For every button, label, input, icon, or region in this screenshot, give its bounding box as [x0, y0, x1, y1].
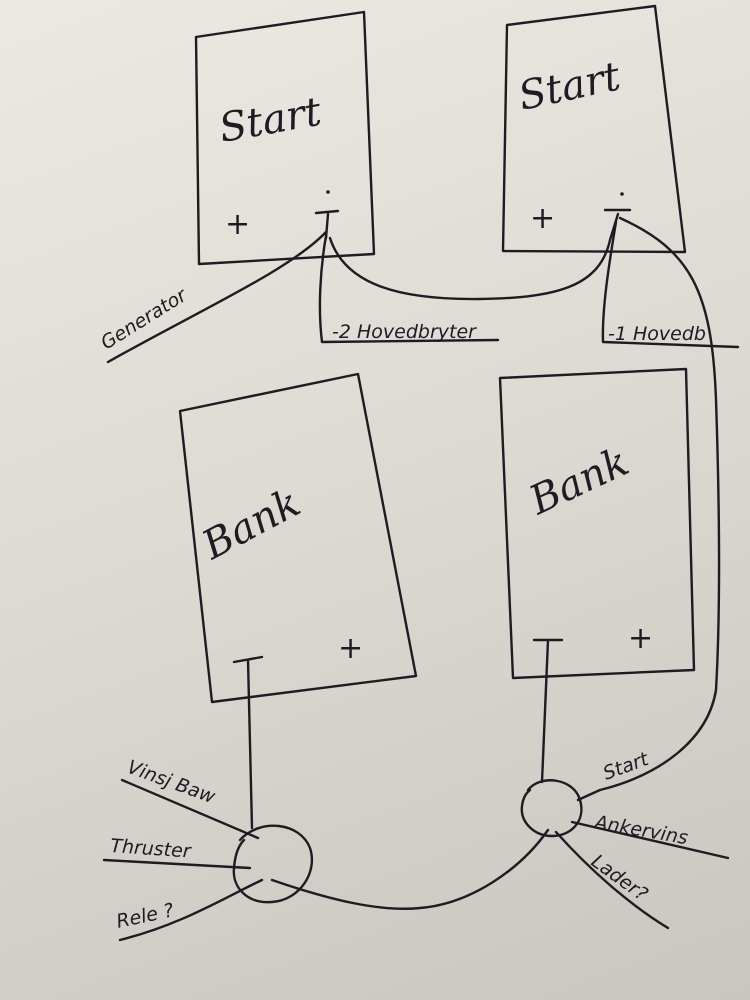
wire-start-to-junction [576, 216, 721, 802]
wires-top [106, 212, 740, 802]
wire-main-switch-1 [601, 220, 740, 349]
wire-start-jumper [328, 212, 620, 301]
label-anchor-winch: Ankervins [591, 811, 689, 849]
wire-anchor-winch [570, 820, 730, 860]
start-battery-left: Start + [194, 10, 376, 266]
label-generator: Generator [97, 284, 191, 354]
bank-battery-left-plus: + [338, 631, 363, 666]
wire-bank-link [270, 828, 550, 910]
wire-relay [118, 878, 264, 942]
label-thruster: Thruster [110, 835, 193, 863]
label-charger: Lader? [587, 850, 652, 905]
wire-charger [554, 830, 670, 930]
start-battery-right-outline [501, 4, 687, 254]
bank-battery-left-outline [178, 372, 418, 704]
label-main-switch-2: -2 Hovedbryter [332, 321, 477, 343]
wire-bank-right-minus [540, 638, 550, 784]
label-main-switch-1: -1 Hovedb [608, 323, 706, 345]
bank-battery-left: Bank + [178, 372, 418, 704]
bank-battery-right-plus: + [628, 621, 653, 656]
start-battery-left-plus: + [225, 207, 250, 242]
wires-bottom [102, 638, 730, 942]
start-battery-left-outline [194, 10, 376, 266]
start-battery-right-label: Start [515, 53, 626, 120]
wire-bank-left-minus [246, 658, 254, 830]
wire-thruster [102, 858, 252, 870]
start-battery-left-label: Start [216, 89, 326, 152]
bank-battery-right-label: Bank [522, 439, 636, 525]
junction-left [232, 824, 314, 904]
start-battery-right: Start + [501, 4, 687, 254]
wire-start-left-minus [324, 212, 330, 240]
start-battery-right-plus: + [530, 201, 555, 236]
start-battery-left-dot [326, 190, 330, 194]
start-battery-right-dot [620, 192, 624, 196]
bank-battery-right-outline [498, 367, 696, 680]
junction-right [520, 779, 583, 838]
bank-battery-left-label: Bank [194, 480, 308, 570]
label-relay: Rele ? [114, 899, 175, 933]
label-start: Start [600, 748, 653, 785]
bank-battery-right: Bank + [498, 367, 696, 680]
start-battery-left-minus [314, 209, 340, 215]
wire-generator [106, 230, 328, 364]
wire-labels: Generator -2 Hovedbryter -1 Hovedb Vinsj… [97, 284, 706, 933]
wire-winch-bow [120, 778, 260, 840]
wire-main-switch-2 [318, 234, 500, 344]
